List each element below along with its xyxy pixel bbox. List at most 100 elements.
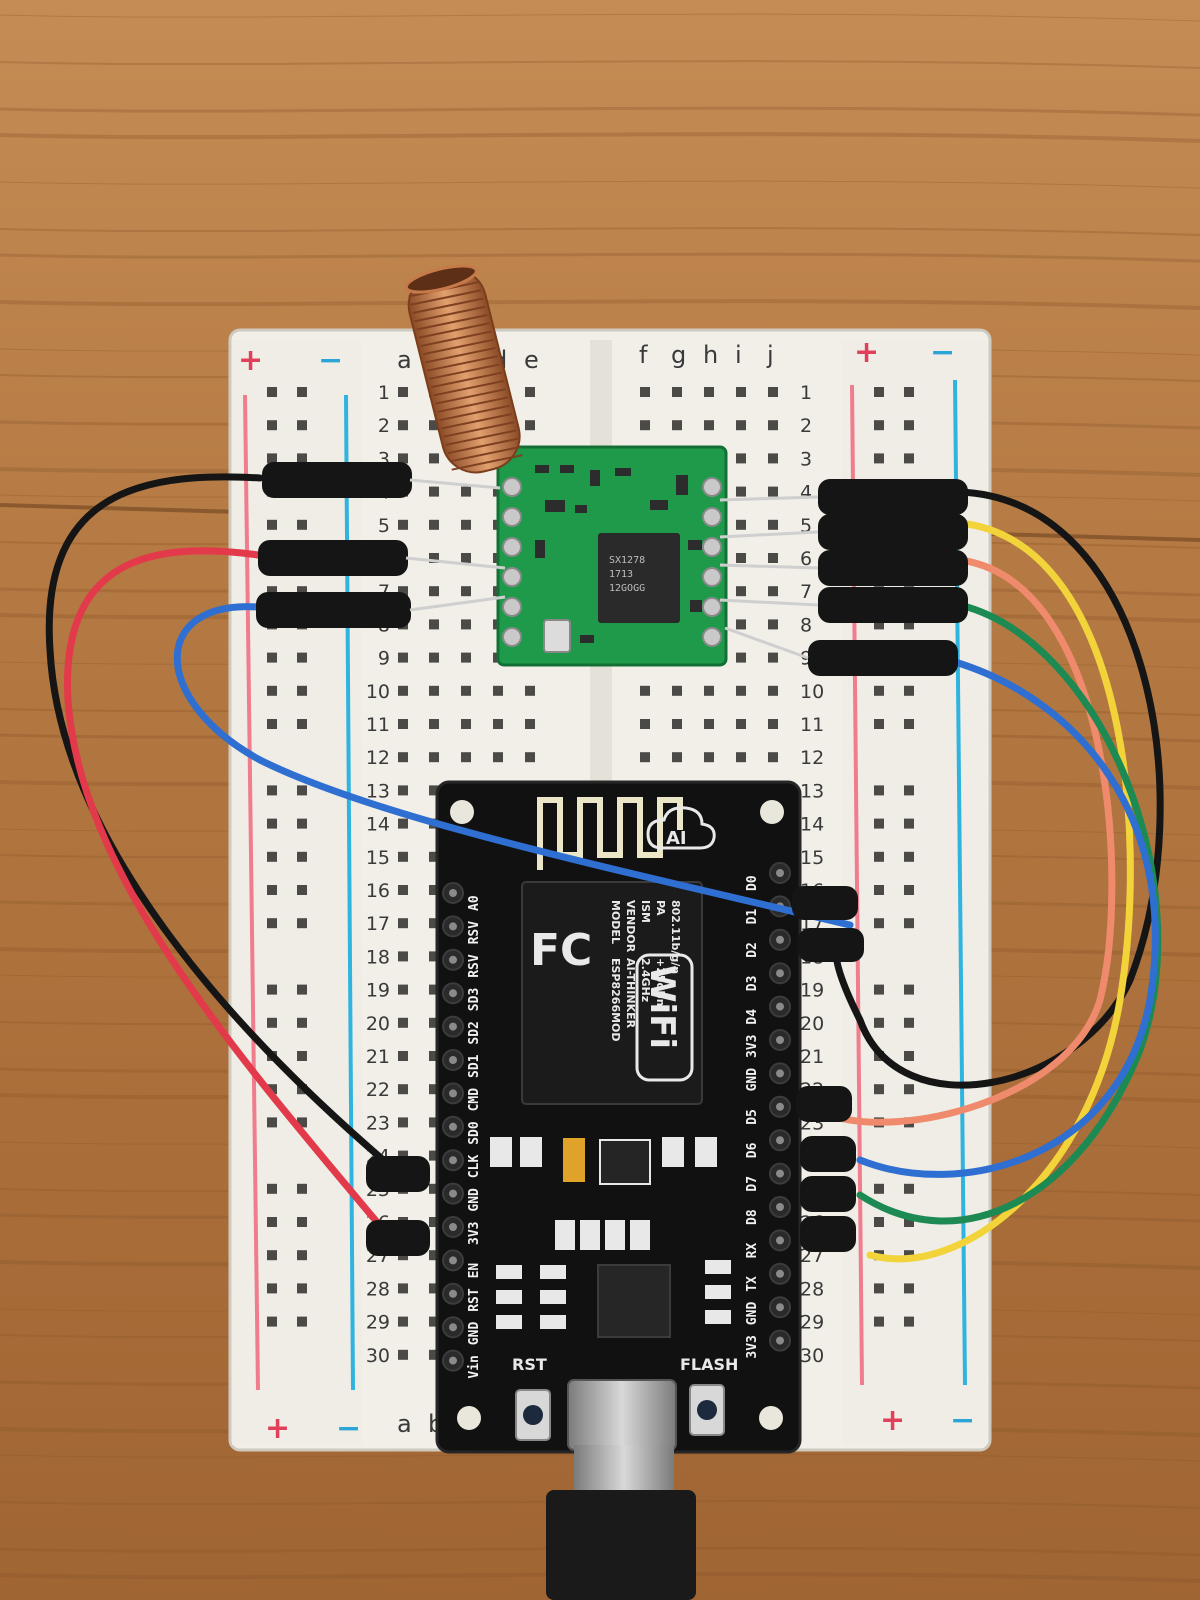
connector-left-bottom-2 xyxy=(366,1220,430,1256)
can-value-pa: +25dBm xyxy=(654,958,667,1010)
breadboard-hole xyxy=(429,553,439,563)
header-pin-right-center xyxy=(776,1303,784,1312)
rail-hole xyxy=(874,1316,884,1327)
wood-grain-line xyxy=(0,1453,1200,1462)
rail-hole xyxy=(297,885,307,895)
rail-hole xyxy=(904,1316,914,1327)
flash-button-cap[interactable] xyxy=(697,1400,717,1420)
rail-hole xyxy=(874,420,884,431)
mount-hole-top-right xyxy=(760,800,784,824)
cloud-logo-label: AI xyxy=(666,828,687,849)
pin-label-left: RSV xyxy=(467,954,482,978)
coil-turn xyxy=(426,355,498,372)
row-label-right: 15 xyxy=(800,847,824,869)
connector-pins xyxy=(405,478,819,660)
row-label-right: 28 xyxy=(800,1278,824,1300)
breadboard-hole xyxy=(461,586,471,597)
breadboard-hole xyxy=(640,719,650,729)
row-label-left: 2 xyxy=(378,415,390,437)
breadboard-hole xyxy=(461,719,471,729)
coil-turn xyxy=(418,322,490,339)
rail-minus-top-right: − xyxy=(930,335,955,370)
antenna-top xyxy=(404,264,478,294)
coil-turn xyxy=(433,379,505,397)
wifi-logo-text: WiFi xyxy=(642,965,682,1049)
rail-hole xyxy=(267,1250,277,1261)
column-label-top-left: e xyxy=(524,346,539,374)
breadboard-hole xyxy=(672,685,682,696)
row-label-right: 3 xyxy=(800,448,812,470)
connector-blue-left xyxy=(256,592,411,628)
wire-black-right xyxy=(832,488,1164,1089)
header-pin-left-center xyxy=(449,1323,457,1332)
breadboard-hole xyxy=(398,586,408,597)
header-pin-left-center xyxy=(449,1056,457,1064)
can-value-vendor: AI-THINKER xyxy=(624,958,637,1029)
wood-grain-line xyxy=(0,132,1200,143)
can-label-standard: 802.11b/g/n xyxy=(669,900,682,974)
rail-hole xyxy=(297,1283,307,1294)
header-pin-right-center xyxy=(776,1236,784,1245)
breadboard-hole xyxy=(398,387,408,397)
connector-nodemcu-5 xyxy=(800,1176,856,1212)
breadboard-hole xyxy=(768,519,778,530)
pin-label-left-group: SD1 xyxy=(467,1054,482,1078)
row-label-right: 11 xyxy=(800,714,824,736)
pin-labels: A0RSVRSVSD3SD2SD1CMDSD0CLKGND3V3ENRSTGND… xyxy=(467,875,760,1378)
pin-label-right: GND xyxy=(745,1302,760,1326)
row-label-left: 10 xyxy=(366,681,390,703)
rst-label: RST xyxy=(512,1355,547,1374)
header-pin-left-center xyxy=(449,955,457,964)
rail-hole xyxy=(267,652,277,663)
pin-label-right: 3V3 xyxy=(745,1035,760,1058)
breadboard-hole xyxy=(736,719,746,729)
breadboard-hole xyxy=(768,553,778,563)
breadboard-hole xyxy=(461,553,471,563)
breadboard-hole xyxy=(429,1349,439,1360)
coil-turn xyxy=(439,404,511,422)
breadboard-hole xyxy=(429,1084,439,1095)
row-label-left: 20 xyxy=(366,1013,390,1035)
pin-label-left-group: CLK xyxy=(467,1155,482,1179)
pin-label-right: TX xyxy=(745,1276,760,1292)
pin-label-left: GND xyxy=(467,1322,482,1346)
row-label-left: 18 xyxy=(366,946,390,968)
rail-hole xyxy=(874,785,884,796)
breadboard-hole xyxy=(429,1051,439,1061)
rail-hole xyxy=(874,918,884,929)
connector-blue-right xyxy=(808,640,958,676)
breadboard-hole xyxy=(736,685,746,696)
rail-hole xyxy=(904,1283,914,1294)
pin-label-left-group: CMD xyxy=(467,1088,482,1112)
can-label-model: MODEL xyxy=(609,900,622,944)
rail-hole xyxy=(297,818,307,829)
breadboard-hole xyxy=(493,719,503,729)
rail-hole xyxy=(267,453,277,464)
crystal xyxy=(543,619,571,653)
breadboard-hole xyxy=(429,1183,439,1194)
breadboard-hole xyxy=(768,619,778,630)
header-pin-right-center xyxy=(776,1169,784,1178)
rail-hole xyxy=(267,420,277,431)
rail-hole xyxy=(267,519,277,530)
breadboard-hole xyxy=(398,1117,408,1128)
breadboard-hole xyxy=(768,486,778,497)
rail-hole xyxy=(297,420,307,431)
rail-minus-top-left: − xyxy=(318,343,343,378)
connector-red-left xyxy=(258,540,408,576)
breadboard-hole xyxy=(768,420,778,431)
rail-minus-bottom-left: − xyxy=(336,1411,361,1446)
lora-castellated-pads xyxy=(502,477,722,647)
rail-hole xyxy=(904,685,914,696)
column-label-bottom-left: a xyxy=(397,1410,412,1438)
breadboard-hole xyxy=(398,1316,408,1327)
rail-hole xyxy=(904,818,914,829)
rail-hole xyxy=(874,453,884,464)
breadboard-hole xyxy=(640,685,650,696)
rst-button-cap[interactable] xyxy=(523,1405,543,1425)
rail-hole xyxy=(297,586,307,597)
coil-turn xyxy=(420,330,492,347)
row-label-right: 13 xyxy=(800,780,824,802)
breadboard-hole xyxy=(398,984,408,995)
